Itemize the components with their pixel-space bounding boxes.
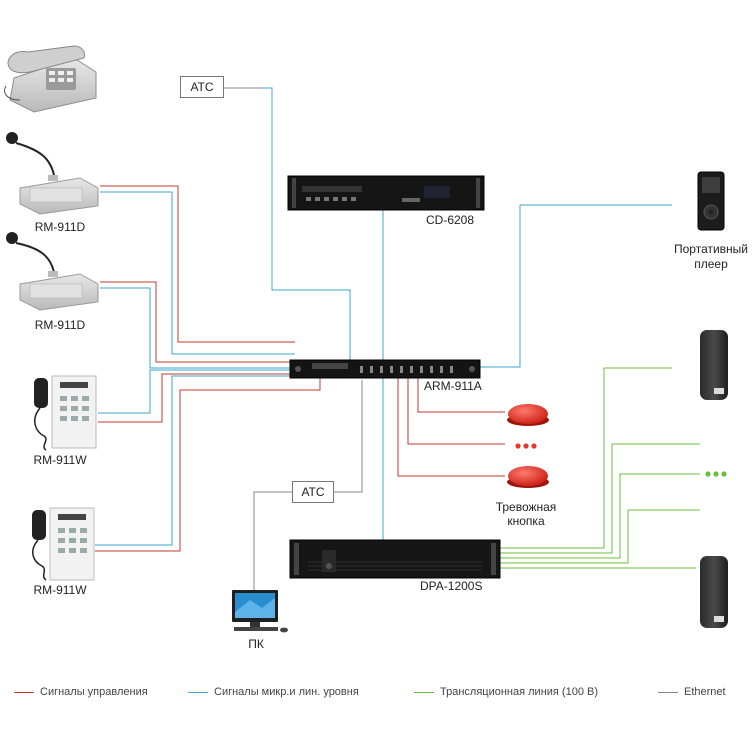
atc-box-top: АТС (180, 76, 224, 98)
atc-box-middle: АТС (292, 481, 334, 503)
label-arm911a: ARM-911A (424, 379, 482, 393)
wires (95, 87, 700, 595)
legend-audio-swatch (188, 691, 208, 693)
cd6208-rack (287, 175, 485, 211)
alarm-button-1 (507, 404, 549, 426)
legend-broadcast: Трансляционная линия (100 В) (414, 686, 598, 698)
computer-icon (232, 590, 288, 633)
label-alarm-line1: Тревожная (495, 500, 557, 514)
label-rm911d-1: RM-911D (34, 220, 86, 234)
alarm-button-2 (507, 466, 549, 488)
legend-ethernet: Ethernet (658, 686, 726, 698)
audio-wires (95, 87, 672, 546)
legend-audio: Сигналы микр.и лин. уровня (188, 686, 359, 698)
legend-ethernet-swatch (658, 691, 678, 693)
legend-audio-label: Сигналы микр.и лин. уровня (214, 686, 359, 698)
dpa1200s-rack (289, 539, 501, 579)
rm911d-station-1 (6, 132, 99, 215)
arm911a-rack (289, 359, 481, 379)
label-pc: ПК (248, 637, 264, 651)
legend-broadcast-swatch (414, 691, 434, 693)
column-speaker-1 (700, 330, 728, 400)
legend-broadcast-label: Трансляционная линия (100 В) (440, 686, 598, 698)
column-speaker-2 (700, 556, 728, 628)
portable-player-icon (697, 171, 725, 231)
label-player-line2: плеер (694, 257, 728, 271)
more-alarm-dots (515, 443, 537, 449)
label-alarm-line2: кнопка (507, 514, 545, 528)
legend-control-swatch (14, 691, 34, 693)
legend-control-label: Сигналы управления (40, 686, 148, 698)
control-wires (95, 185, 505, 552)
rm911w-unit-2 (32, 507, 95, 581)
label-rm911w-2: RM-911W (33, 583, 87, 597)
more-speakers-dots (705, 471, 727, 477)
label-player-line1: Портативный (673, 242, 749, 256)
desk-phone-icon (4, 45, 97, 113)
ethernet-wires (224, 87, 363, 595)
label-rm911w-1: RM-911W (33, 453, 87, 467)
rm911d-station-2 (6, 232, 99, 311)
rm911w-unit-1 (34, 375, 97, 451)
broadcast-wires (500, 367, 700, 569)
label-dpa1200s: DPA-1200S (420, 579, 483, 593)
legend-ethernet-label: Ethernet (684, 686, 726, 698)
label-rm911d-2: RM-911D (34, 318, 86, 332)
label-cd6208: CD-6208 (426, 213, 475, 227)
legend-control: Сигналы управления (14, 686, 148, 698)
legend: Сигналы управления Сигналы микр.и лин. у… (0, 686, 752, 704)
